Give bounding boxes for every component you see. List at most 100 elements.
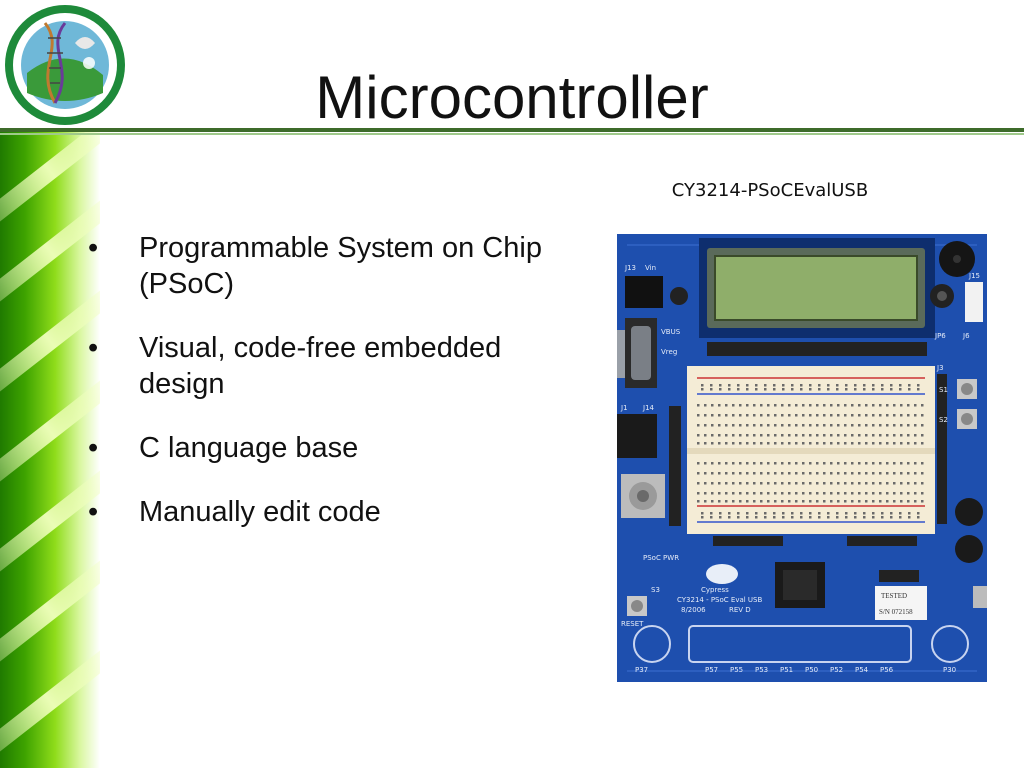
breadboard-hole: [907, 424, 910, 427]
breadboard-hole: [809, 500, 812, 503]
breadboard-hole: [837, 414, 840, 417]
breadboard-hole: [851, 424, 854, 427]
breadboard-hole: [830, 462, 833, 465]
breadboard-hole: [774, 482, 777, 485]
breadboard-hole: [886, 462, 889, 465]
breadboard-hole: [774, 442, 777, 445]
breadboard-hole: [739, 482, 742, 485]
label-reset: RESET: [621, 620, 644, 628]
breadboard-hole: [788, 424, 791, 427]
breadboard-hole: [746, 500, 749, 503]
breadboard-hole: [782, 512, 785, 515]
breadboard-hole: [788, 462, 791, 465]
breadboard-hole: [858, 500, 861, 503]
breadboard-hole: [710, 384, 713, 387]
breadboard-hole: [907, 500, 910, 503]
breadboard-hole: [802, 462, 805, 465]
breadboard-hole: [753, 472, 756, 475]
breadboard-hole: [816, 414, 819, 417]
breadboard-hole: [858, 472, 861, 475]
breadboard-hole: [818, 512, 821, 515]
breadboard-hole: [809, 442, 812, 445]
breadboard-hole: [899, 512, 902, 515]
breadboard-hole: [732, 414, 735, 417]
bullet-list: •Programmable System on Chip (PSoC) •Vis…: [84, 230, 584, 558]
breadboard-hole: [865, 442, 868, 445]
breadboard-hole: [773, 512, 776, 515]
breadboard-hole: [711, 442, 714, 445]
breadboard-hole: [767, 482, 770, 485]
breadboard-hole: [725, 492, 728, 495]
breadboard-hole: [781, 462, 784, 465]
breadboard-hole: [795, 442, 798, 445]
breadboard-hole: [837, 492, 840, 495]
breadboard-hole: [782, 384, 785, 387]
breadboard-hole: [767, 462, 770, 465]
breadboard-hole: [865, 472, 868, 475]
breadboard-hole: [725, 434, 728, 437]
breadboard-hole: [865, 424, 868, 427]
breadboard-hole: [886, 492, 889, 495]
breadboard-hole: [837, 434, 840, 437]
breadboard-hole: [760, 434, 763, 437]
bullet-item: •C language base: [84, 430, 584, 466]
breadboard-hole: [914, 482, 917, 485]
breadboard-hole: [854, 512, 857, 515]
breadboard-hole: [746, 516, 749, 519]
breadboard-hole: [865, 492, 868, 495]
breadboard-hole: [746, 384, 749, 387]
breadboard-hole: [697, 434, 700, 437]
breadboard-hole: [732, 424, 735, 427]
breadboard-hole: [879, 482, 882, 485]
breadboard-hole: [881, 388, 884, 391]
breadboard-hole: [809, 388, 812, 391]
breadboard-hole: [900, 424, 903, 427]
breadboard-hole: [879, 434, 882, 437]
breadboard-hole: [908, 384, 911, 387]
capsense-button: [633, 625, 671, 663]
breadboard-hole: [858, 442, 861, 445]
breadboard-hole: [816, 424, 819, 427]
label-date: 8/2006: [681, 606, 706, 614]
breadboard-hole: [818, 388, 821, 391]
breadboard-hole: [893, 472, 896, 475]
breadboard-hole: [760, 472, 763, 475]
breadboard-hole: [823, 442, 826, 445]
breadboard-hole: [823, 462, 826, 465]
breadboard-hole: [718, 462, 721, 465]
breadboard-hole: [719, 516, 722, 519]
breadboard-hole: [907, 404, 910, 407]
breadboard-hole: [718, 442, 721, 445]
label-p37: P37: [635, 666, 648, 674]
label-jp6: JP6: [934, 332, 946, 340]
breadboard-hole: [774, 492, 777, 495]
breadboard-hole: [795, 482, 798, 485]
breadboard-hole: [872, 482, 875, 485]
breadboard-hole: [863, 516, 866, 519]
breadboard-hole: [881, 516, 884, 519]
breadboard-hole: [781, 434, 784, 437]
breadboard-hole: [827, 384, 830, 387]
breadboard-hole: [890, 516, 893, 519]
breadboard-hole: [746, 512, 749, 515]
breadboard-hole: [704, 424, 707, 427]
breadboard-hole: [746, 404, 749, 407]
breadboard-hole: [914, 500, 917, 503]
breadboard-hole: [711, 492, 714, 495]
breadboard-hole: [823, 424, 826, 427]
breadboard-hole: [760, 492, 763, 495]
breadboard-hole: [893, 404, 896, 407]
breadboard-hole: [872, 472, 875, 475]
breadboard-hole: [858, 462, 861, 465]
breadboard-hole: [836, 388, 839, 391]
breadboard-hole: [858, 404, 861, 407]
breadboard-hole: [899, 388, 902, 391]
label-rev: REV D: [729, 606, 751, 614]
breadboard-hole: [725, 414, 728, 417]
breadboard-hole: [837, 442, 840, 445]
label-s1: S1: [939, 386, 948, 394]
breadboard-hole: [809, 424, 812, 427]
breadboard-hole: [830, 434, 833, 437]
breadboard-hole: [827, 516, 830, 519]
breadboard-hole: [879, 424, 882, 427]
